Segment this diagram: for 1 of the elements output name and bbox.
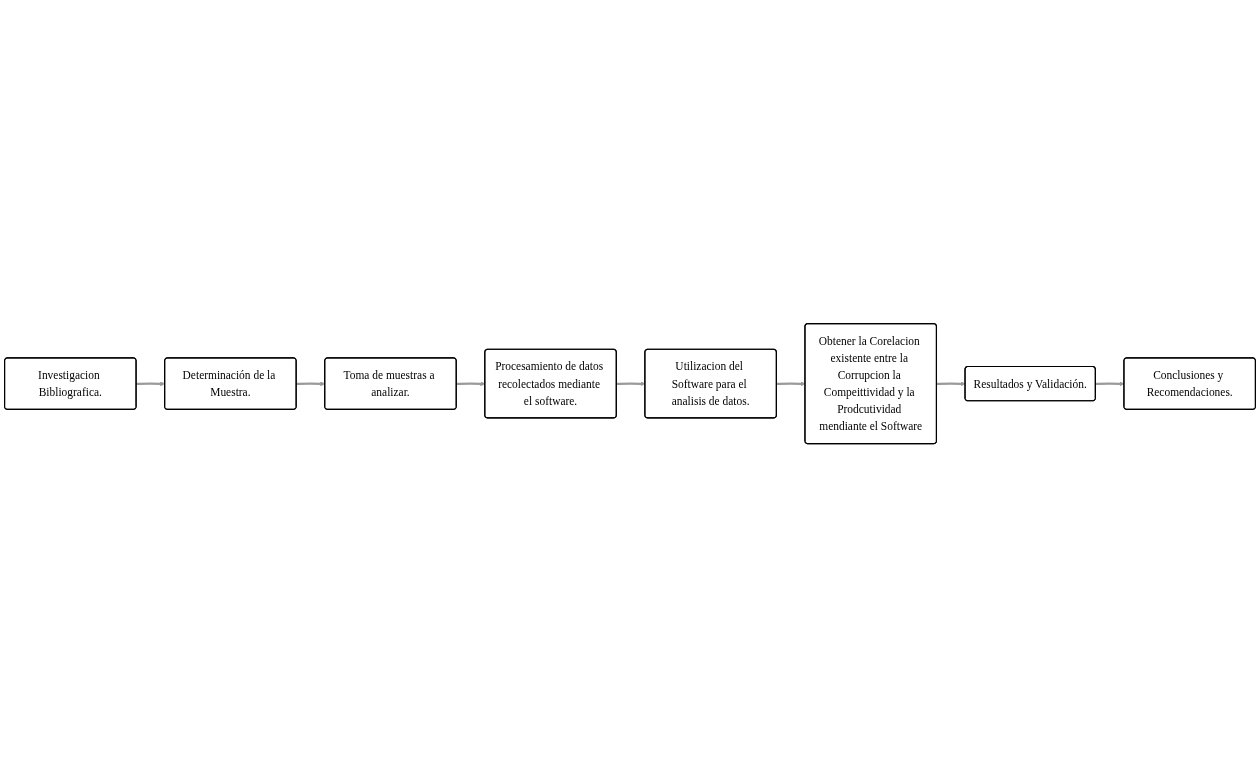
arrow [936,381,966,387]
